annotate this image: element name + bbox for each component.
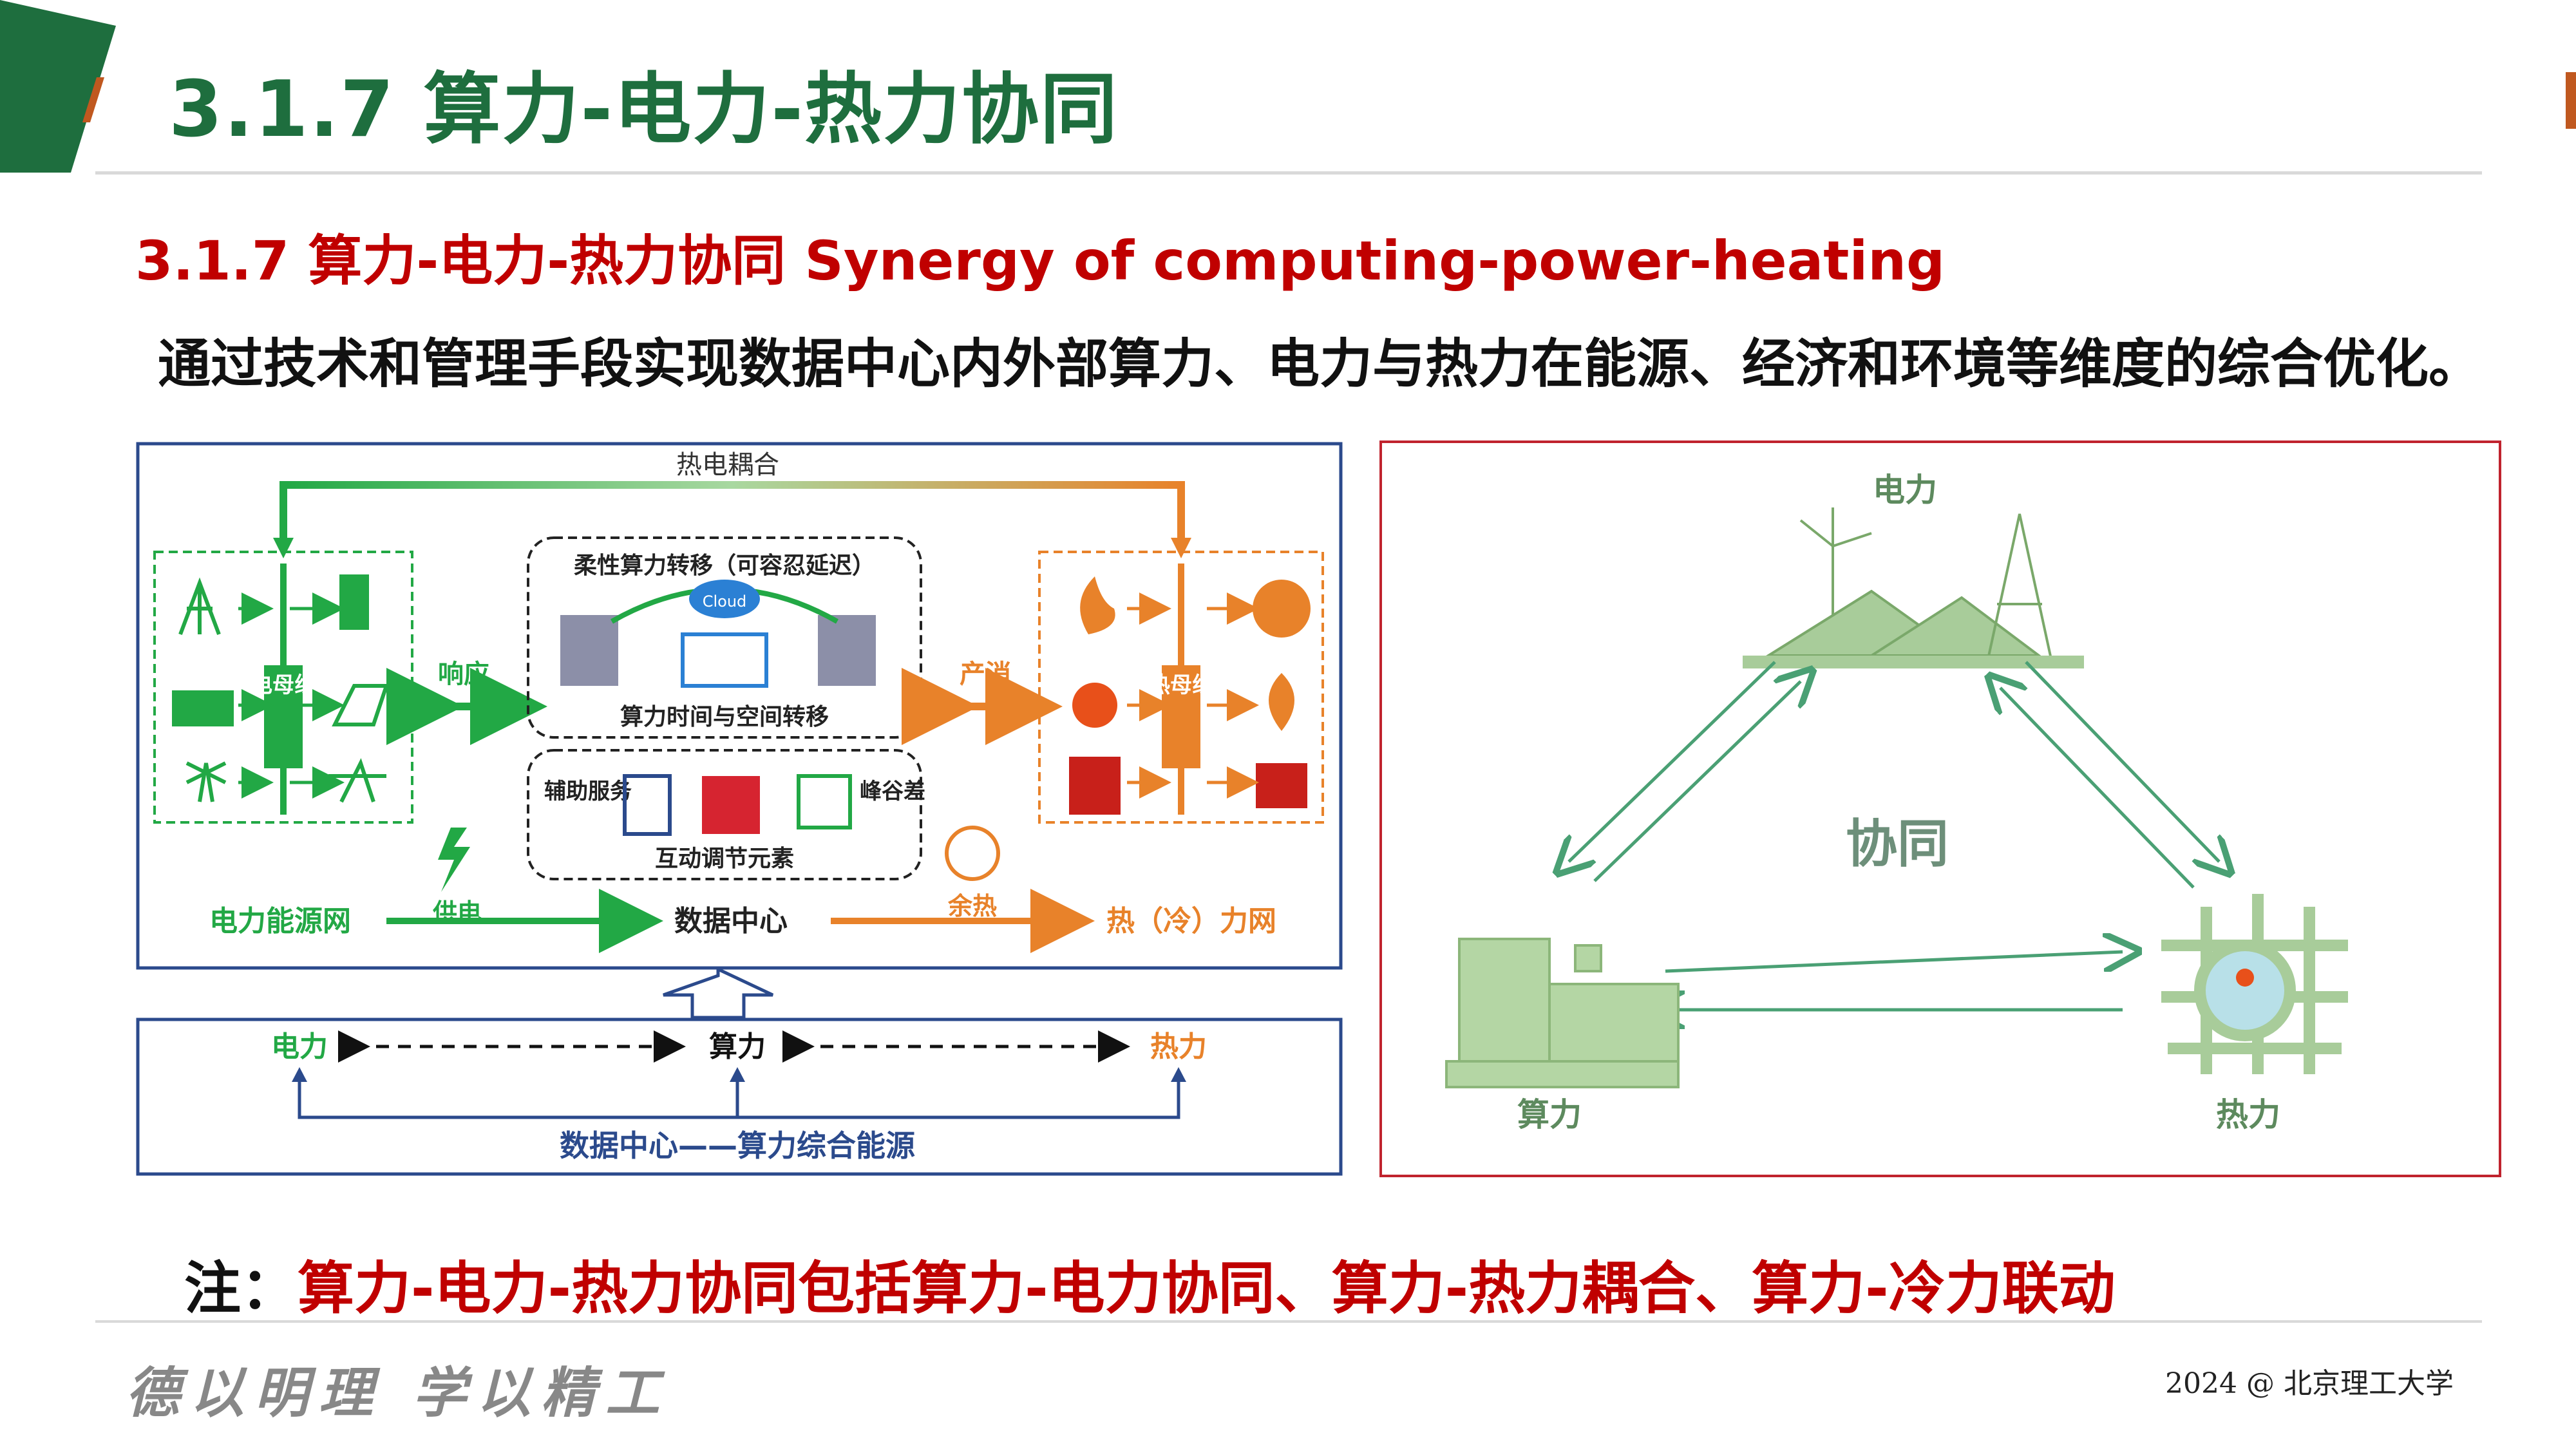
note-line: 注：算力-电力-热力协同包括算力-电力协同、算力-热力耦合、算力-冷力联动 [184,1243,2116,1325]
header-divider [95,171,2482,175]
heat-bus-label: 热母线 [1148,672,1214,698]
flexible-computing-caption: 算力时间与空间转移 [620,704,829,730]
synergy-triangle: 电力 协同 算力 热力 [1445,471,2348,1133]
heat-pipes-image [2161,894,2348,1074]
flexible-computing-title: 柔性算力转移（可容忍延迟） [574,553,875,579]
footer-copyright: 2024 @ 北京理工大学 [2165,1367,2454,1400]
flame-icon [1080,576,1115,634]
monitor-icon [681,632,768,688]
note-text: 算力-电力-热力协同包括算力-电力协同、算力-热力耦合、算力-冷力联动 [298,1255,2116,1321]
bottom-heat-label: 热力 [1150,1030,1207,1063]
respond-label: 响应 [438,659,489,689]
fire-icon [1269,673,1294,731]
page-title: 3.1.7 算力-电力-热力协同 [169,65,1119,155]
ups-icon [623,774,672,836]
bottom-caption: 数据中心——算力综合能源 [560,1128,915,1163]
power-generation-image [1743,507,2084,668]
thermoelectric-coupling-label: 热电耦合 [676,450,779,480]
solar-panel-icon [172,690,234,726]
header-right-marker [2566,72,2576,129]
server-icon-left [560,615,618,686]
intro-text: 通过技术和管理手段实现数据中心内外部算力、电力与热力在能源、经济和环境等维度的综… [158,334,2482,395]
storage-icon [797,774,852,829]
waste-heat-label: 余热 [947,892,997,920]
tank-icon [1069,757,1121,815]
transmission-tower-icon [178,577,221,636]
header-accent-shape [0,0,116,173]
aux-service-label: 辅助服务 [544,779,632,804]
bottom-compute-label: 算力 [709,1030,766,1063]
cloud-icon [689,580,760,618]
peak-valley-label: 峰谷差 [860,779,925,804]
note-label: 注： [184,1255,298,1321]
consume-label: 产消 [960,659,1011,689]
compute-center-image [1445,938,1680,1088]
triangle-left-label: 算力 [1517,1096,1582,1133]
interactive-elements-caption: 互动调节元素 [655,846,794,872]
up-arrow-icon [663,967,774,1019]
heat-source-box [1038,551,1324,824]
triangle-right-label: 热力 [2216,1096,2280,1133]
alarm-icon [1072,683,1117,728]
data-center-energy-diagram: 热电耦合 电母线 响应 柔性算力转移（可容忍延迟） Cloud 算力时间与空间转… [136,442,1343,1176]
triangle-center-label: 协同 [1846,814,1949,874]
waste-heat-icon [945,826,1000,881]
battery-icon [339,574,369,630]
boiler-icon [1253,580,1311,638]
server-icon-right [818,615,876,686]
data-center-label: 数据中心 [674,905,788,938]
power-grid-label: 电力能源网 [209,905,351,938]
section-subtitle: 3.1.7 算力-电力-热力协同 Synergy of computing-po… [135,229,1946,292]
footer-divider [95,1320,2482,1323]
bottom-power-label: 电力 [271,1030,328,1063]
wind-turbine-icon [185,761,227,802]
flexible-computing-box [527,536,922,739]
interactive-elements-box [527,749,922,880]
generator-icon [702,776,760,834]
heat-grid-label: 热（冷）力网 [1106,905,1276,938]
power-bus-label: 电母线 [251,672,316,698]
lightning-icon [438,828,470,892]
triangle-top-label: 电力 [1873,471,1937,509]
power-source-box [153,551,413,824]
university-motto: 德以明理 学以精工 [126,1361,670,1425]
heater-icon [1256,763,1307,808]
synergy-triangle-figure: 电力 协同 算力 热力 [1379,440,2501,1177]
cloud-label: Cloud [703,592,747,611]
